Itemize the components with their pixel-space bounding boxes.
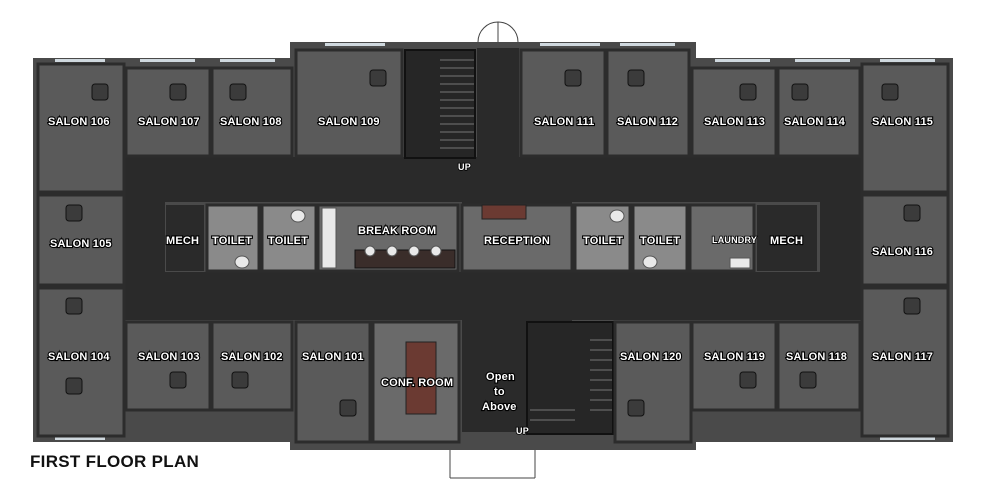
label-stair-up-top: UP [458, 162, 471, 172]
label-open-2: to [494, 386, 505, 398]
label-salon-120: SALON 120 [620, 351, 682, 363]
salon-109-room [294, 48, 404, 158]
label-toilet-1: TOILET [212, 235, 252, 247]
label-open-3: Above [482, 401, 517, 413]
label-toilet-4: TOILET [640, 235, 680, 247]
toilet-4-room [631, 203, 689, 273]
label-salon-101: SALON 101 [302, 351, 364, 363]
salon-107-room [124, 66, 212, 158]
label-salon-107: SALON 107 [138, 116, 200, 128]
label-salon-115: SALON 115 [872, 116, 933, 128]
label-salon-108: SALON 108 [220, 116, 282, 128]
label-salon-116: SALON 116 [872, 246, 933, 258]
salon-111-room [519, 48, 607, 158]
label-toilet-2: TOILET [268, 235, 308, 247]
salon-112-room [605, 48, 691, 158]
label-salon-119: SALON 119 [704, 351, 765, 363]
salon-chairs [65, 69, 921, 417]
label-salon-114: SALON 114 [784, 116, 846, 128]
label-salon-118: SALON 118 [786, 351, 847, 363]
label-salon-105: SALON 105 [50, 238, 112, 250]
bottom-salons [36, 286, 950, 444]
salon-102-room [210, 320, 294, 412]
corridor [125, 157, 861, 432]
top-salons [36, 48, 950, 194]
salon-115-room [860, 62, 950, 194]
label-mech-left: MECH [166, 235, 199, 247]
label-salon-104: SALON 104 [48, 351, 110, 363]
label-open-1: Open [486, 371, 515, 383]
stair-top [404, 49, 476, 159]
label-mech-right: MECH [770, 235, 803, 247]
windows [55, 43, 935, 440]
label-reception: RECEPTION [484, 235, 550, 247]
stair-treads [440, 59, 612, 421]
toilet-2-room [260, 203, 318, 273]
salon-108-room [210, 66, 294, 158]
label-break-room: BREAK ROOM [358, 225, 436, 237]
salon-103-room [124, 320, 212, 412]
stair-bottom [526, 321, 614, 435]
toilet-1-room [205, 203, 261, 273]
label-toilet-3: TOILET [583, 235, 623, 247]
label-stair-up-bottom: UP [516, 426, 529, 436]
room-labels: SALON 106 SALON 107 SALON 108 SALON 109 … [47, 115, 934, 437]
mech-left-room [166, 205, 204, 271]
label-salon-117: SALON 117 [872, 351, 933, 363]
salon-106-room [36, 62, 126, 194]
label-conf-room: CONF. ROOM [381, 377, 453, 389]
salon-101-room [294, 320, 372, 444]
salon-118-room [776, 320, 862, 412]
salon-119-room [690, 320, 778, 412]
label-salon-113: SALON 113 [704, 116, 765, 128]
label-salon-103: SALON 103 [138, 351, 200, 363]
label-salon-109: SALON 109 [318, 116, 380, 128]
salon-120-room [613, 320, 693, 444]
salon-114-room [776, 66, 862, 158]
label-laundry: LAUNDRY [712, 235, 757, 245]
entry-doors [449, 21, 536, 479]
page-title: FIRST FLOOR PLAN [30, 452, 200, 471]
mech-right-room [757, 205, 817, 271]
salon-113-room [690, 66, 778, 158]
label-salon-106: SALON 106 [48, 116, 110, 128]
label-salon-111: SALON 111 [534, 116, 595, 128]
label-salon-112: SALON 112 [617, 116, 678, 128]
core-rooms [166, 203, 817, 273]
label-salon-102: SALON 102 [221, 351, 283, 363]
